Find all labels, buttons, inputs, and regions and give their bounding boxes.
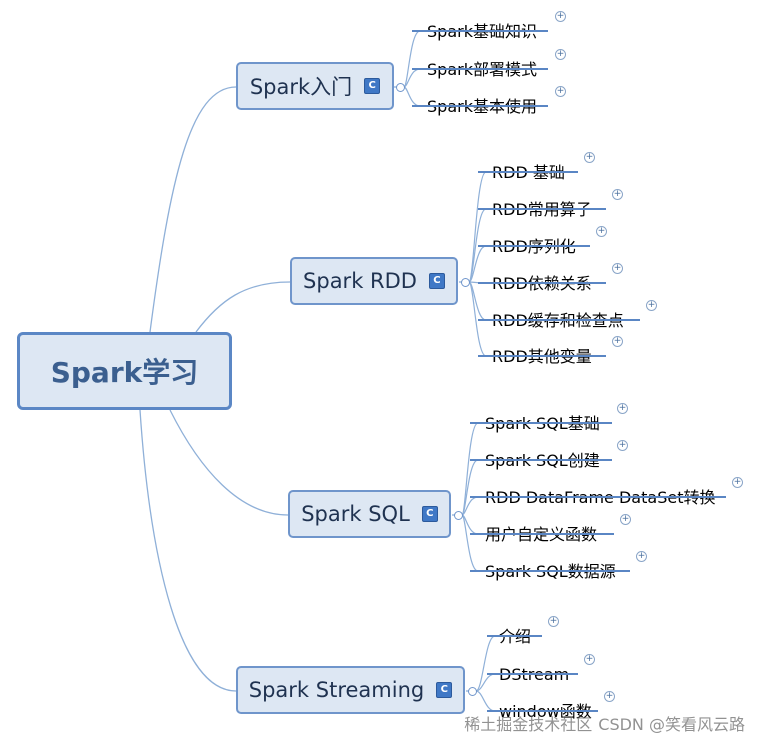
topic-0-1[interactable]: Spark部署模式 [427,60,537,79]
expand-icon[interactable]: + [555,11,566,22]
root-connector-1 [195,281,291,333]
topic-underline [412,68,548,70]
topic-connector-2-1 [461,459,479,516]
expand-icon[interactable]: + [636,551,647,562]
topic-connector-1-2 [468,245,487,283]
topic-underline [478,171,578,173]
root-connector-0 [149,86,237,333]
expand-icon[interactable]: + [555,49,566,60]
topic-underline [470,496,726,498]
branch-spark-rdd[interactable]: Spark RDD C [290,257,458,305]
branch-label: Spark RDD [303,269,417,293]
topic-connector-0-0 [403,30,421,88]
topic-2-2[interactable]: RDD DataFrame DataSet转换 [485,488,716,507]
collapse-toggle[interactable] [468,687,477,696]
watermark-text: CSDN @笑看风云路 [598,715,745,734]
topic-underline [487,673,578,675]
topic-connector-0-2 [403,86,421,107]
expand-icon[interactable]: + [620,514,631,525]
topic-underline [470,533,614,535]
root-topic-label: Spark学习 [50,356,199,389]
expand-icon[interactable]: + [612,189,623,200]
topic-0-0[interactable]: Spark基础知识 [427,22,537,41]
branch-spark-intro[interactable]: Spark入门 C [236,62,394,110]
expand-icon[interactable]: + [596,226,607,237]
topic-2-3[interactable]: 用户自定义函数 [485,525,598,544]
collapse-toggle[interactable] [461,278,470,287]
topic-underline [478,282,606,284]
topic-2-4[interactable]: Spark SQL数据源 [485,562,616,581]
topic-underline [478,245,590,247]
topic-1-3[interactable]: RDD依赖关系 [492,274,592,293]
topic-1-5[interactable]: RDD其他变量 [492,347,592,366]
note-icon[interactable]: C [428,273,445,289]
topic-underline [478,355,606,357]
note-icon[interactable]: C [436,682,453,698]
topic-connector-3-2 [475,690,496,712]
note-icon[interactable]: C [364,78,381,94]
root-connector-2 [169,409,289,516]
topic-underline [478,319,640,321]
topic-underline [487,635,542,637]
branch-spark-streaming[interactable]: Spark Streaming C [236,666,465,714]
topic-underline [412,105,548,107]
expand-icon[interactable]: + [732,477,743,488]
topic-1-1[interactable]: RDD常用算子 [492,200,592,219]
note-icon[interactable]: C [421,506,438,522]
branch-label: Spark入门 [249,75,353,99]
collapse-toggle[interactable] [454,511,463,520]
topic-1-2[interactable]: RDD序列化 [492,237,576,256]
expand-icon[interactable]: + [548,616,559,627]
collapse-toggle[interactable] [396,83,405,92]
topic-2-1[interactable]: Spark SQL创建 [485,451,600,470]
topic-underline [487,710,598,712]
topic-underline [478,208,606,210]
expand-icon[interactable]: + [555,86,566,97]
branch-label: Spark SQL [301,502,410,526]
watermark: 稀土掘金技术社区 CSDN @笑看风云路 [464,711,745,735]
topic-connector-3-0 [475,635,496,692]
topic-underline [470,422,612,424]
topic-2-0[interactable]: Spark SQL基础 [485,414,600,433]
branch-label: Spark Streaming [248,678,425,702]
topic-0-2[interactable]: Spark基本使用 [427,97,537,116]
branch-spark-sql[interactable]: Spark SQL C [288,490,451,538]
topic-3-0[interactable]: 介绍 [499,627,532,646]
expand-icon[interactable]: + [617,403,628,414]
expand-icon[interactable]: + [584,152,595,163]
topic-3-1[interactable]: DStream [499,665,570,684]
root-topic[interactable]: Spark学习 [17,332,232,410]
topic-1-4[interactable]: RDD缓存和检查点 [492,311,624,330]
topic-underline [470,570,630,572]
topic-connector-1-5 [468,281,487,357]
expand-icon[interactable]: + [584,654,595,665]
expand-icon[interactable]: + [646,300,657,311]
topic-connector-1-0 [468,171,487,283]
expand-icon[interactable]: + [604,691,615,702]
topic-underline [470,459,612,461]
topic-underline [412,30,548,32]
expand-icon[interactable]: + [617,440,628,451]
watermark-partial: 稀土掘金技术社区 [464,715,593,734]
topic-connector-2-4 [461,514,479,572]
topic-1-0[interactable]: RDD 基础 [492,163,565,182]
root-connector-3 [139,409,237,692]
expand-icon[interactable]: + [612,336,623,347]
expand-icon[interactable]: + [612,263,623,274]
